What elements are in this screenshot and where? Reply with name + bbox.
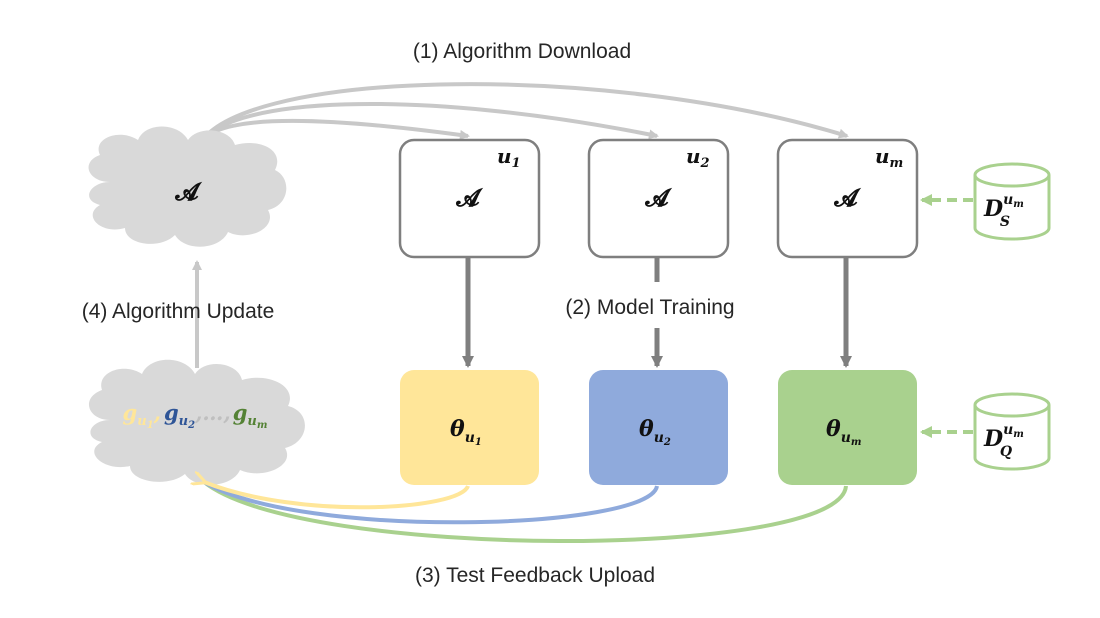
user-label-u2: u xyxy=(686,144,701,168)
user-label-u1: u xyxy=(497,144,512,168)
cloud-algorithm-symbol: 𝓐 xyxy=(174,177,202,206)
gradient-um: g xyxy=(233,400,248,425)
cloud-server-top: 𝓐 xyxy=(88,126,287,247)
training-arrows xyxy=(462,258,852,368)
svg-text:θu1: θu1 xyxy=(450,416,482,448)
label-algorithm-download: (1) Algorithm Download xyxy=(413,40,631,63)
cloud-server-bottom: gu1,gu2,…,gum xyxy=(88,359,305,485)
user-algorithm-um: 𝓐 xyxy=(833,183,861,212)
label-test-feedback-upload: (3) Test Feedback Upload xyxy=(415,564,655,587)
theta-u1: θ xyxy=(450,416,465,442)
dataset-support-label: D xyxy=(983,196,1003,222)
svg-text:u1: u1 xyxy=(497,144,521,171)
gradient-u2: g xyxy=(164,400,179,425)
upload-arrows xyxy=(202,480,848,543)
user-box-u2: u2 𝓐 xyxy=(587,138,730,259)
upload-arrow-um xyxy=(202,480,848,543)
theta-um: θ xyxy=(826,416,841,442)
upload-arrow-u1 xyxy=(204,482,470,510)
download-arrow-um xyxy=(195,82,849,151)
model-box-um: θum xyxy=(778,370,917,485)
user-box-um: um 𝓐 xyxy=(776,138,919,259)
upload-arrow-u2 xyxy=(202,480,659,525)
svg-text:um: um xyxy=(875,144,903,171)
user-box-u1: u1 𝓐 xyxy=(398,138,541,259)
model-box-u1: θu1 xyxy=(400,370,539,485)
dataset-query-label: D xyxy=(983,426,1003,452)
model-box-u2: θu2 xyxy=(589,370,728,485)
svg-text:u2: u2 xyxy=(686,144,710,171)
user-algorithm-u2: 𝓐 xyxy=(644,183,672,212)
gradient-list: gu1,gu2,…,gum xyxy=(123,400,268,431)
svg-text:θu2: θu2 xyxy=(639,416,671,448)
user-label-um: u xyxy=(875,144,890,168)
user-algorithm-u1: 𝓐 xyxy=(455,183,483,212)
gradient-u1: g xyxy=(123,400,138,425)
theta-u2: θ xyxy=(639,416,654,442)
label-model-training: (2) Model Training xyxy=(565,296,734,319)
label-algorithm-update: (4) Algorithm Update xyxy=(82,300,275,323)
svg-text:θum: θum xyxy=(826,416,861,448)
